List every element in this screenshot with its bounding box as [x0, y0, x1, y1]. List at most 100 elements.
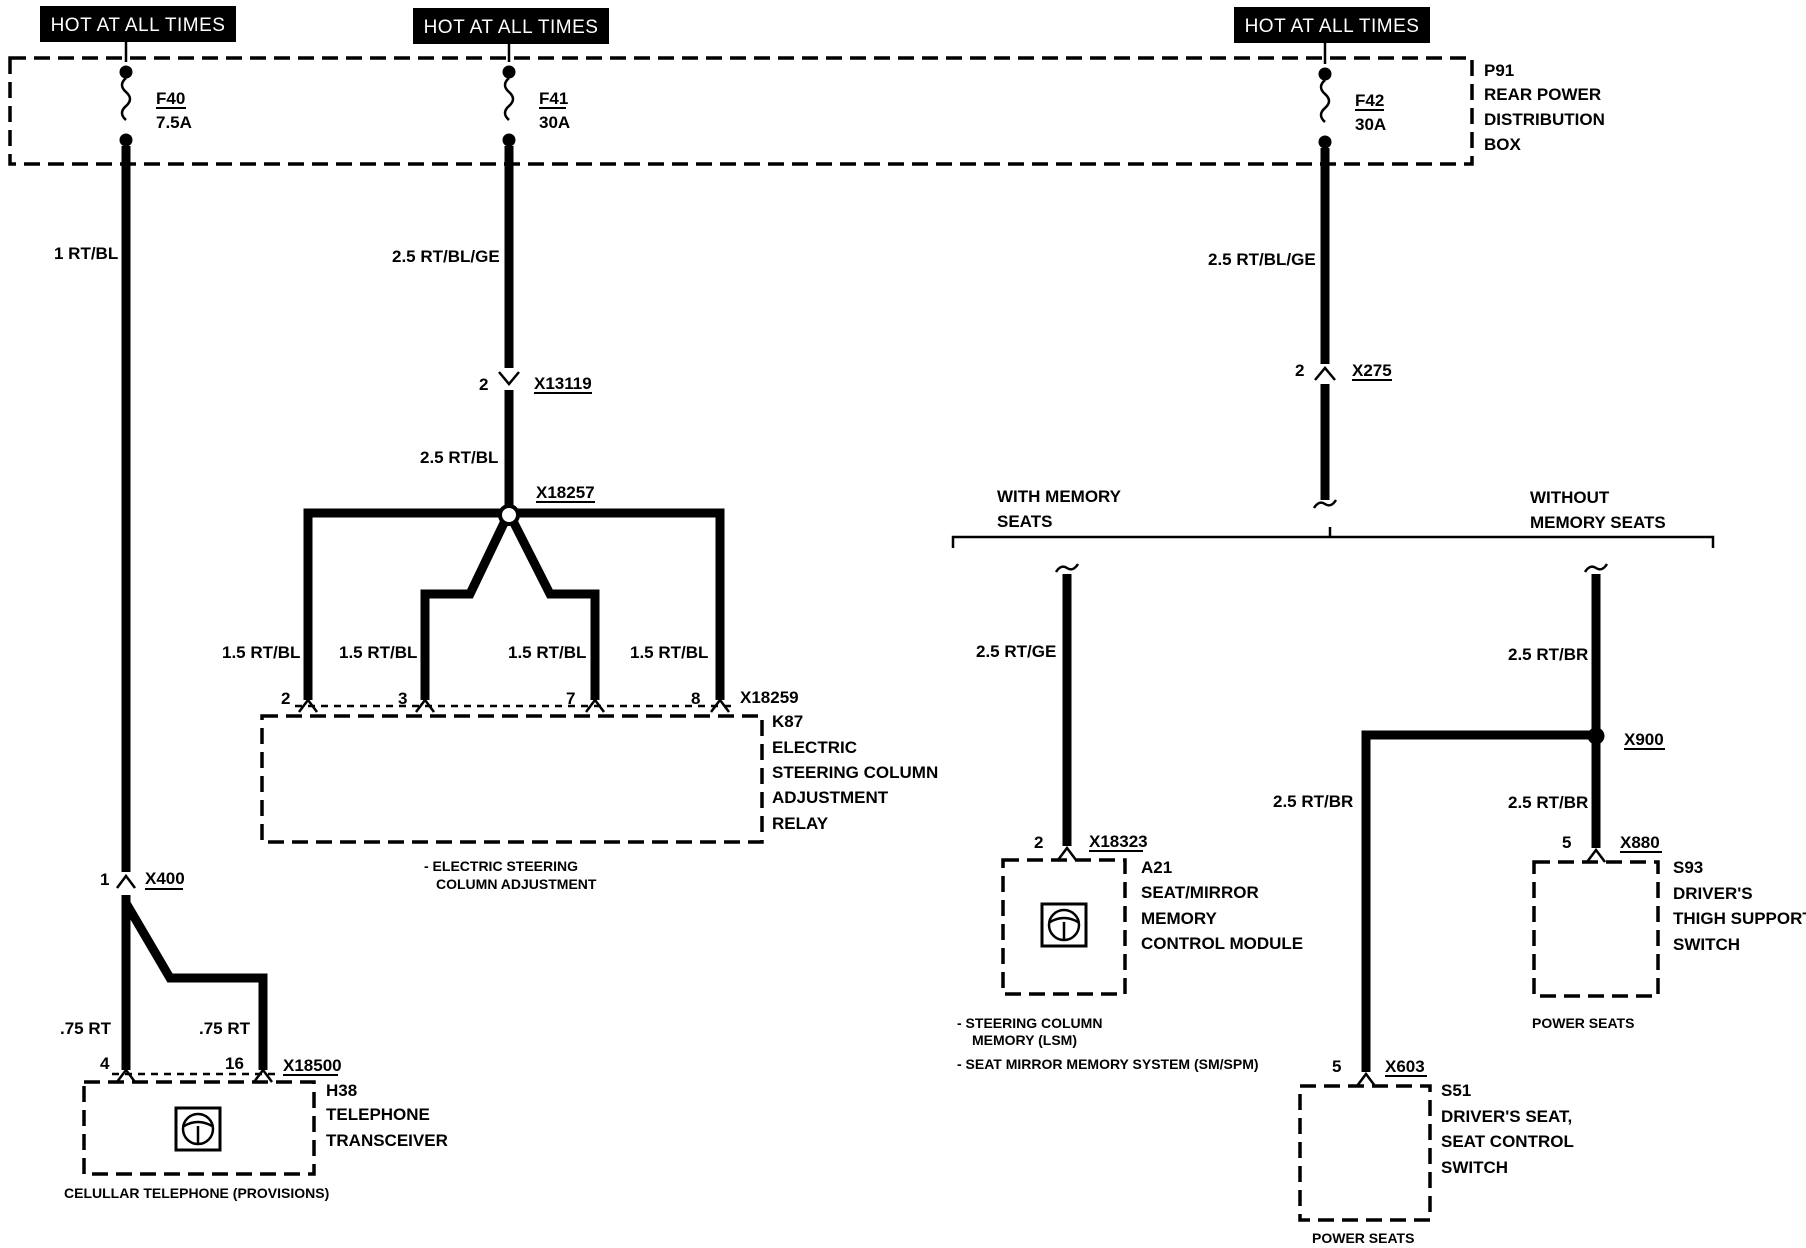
svg-text:P91: P91 [1484, 61, 1514, 80]
svg-text:X13119: X13119 [534, 374, 592, 393]
svg-text:TRANSCEIVER: TRANSCEIVER [326, 1131, 448, 1150]
svg-text:SWITCH: SWITCH [1673, 935, 1740, 954]
svg-text:SEATS: SEATS [997, 512, 1052, 531]
svg-text:3: 3 [398, 689, 407, 708]
hot-label-2: HOT AT ALL TIMES [413, 8, 609, 44]
component-s51: S51 DRIVER'S SEAT, SEAT CONTROL SWITCH P… [1298, 1081, 1574, 1246]
component-a21: A21 SEAT/MIRROR MEMORY CONTROL MODULE - … [957, 858, 1303, 1072]
svg-text:X18323: X18323 [1089, 832, 1148, 851]
svg-text:- SEAT MIRROR MEMORY SYSTEM (S: - SEAT MIRROR MEMORY SYSTEM (SM/SPM) [957, 1056, 1259, 1072]
svg-text:X18500: X18500 [283, 1056, 342, 1075]
hot-label-1: HOT AT ALL TIMES [40, 6, 236, 42]
fuse-f42: F42 30A [1318, 43, 1386, 149]
fuse-f40: F40 7.5A [119, 42, 192, 147]
svg-text:HOT AT ALL TIMES: HOT AT ALL TIMES [424, 17, 599, 38]
svg-text:F42: F42 [1355, 91, 1384, 110]
svg-text:ELECTRIC: ELECTRIC [772, 738, 857, 757]
svg-text:REAR POWER: REAR POWER [1484, 85, 1601, 104]
svg-text:7.5A: 7.5A [156, 113, 192, 132]
svg-text:HOT AT ALL TIMES: HOT AT ALL TIMES [1245, 16, 1420, 37]
svg-text:DRIVER'S: DRIVER'S [1673, 884, 1753, 903]
wire-x900-s51 [1361, 730, 1590, 1072]
connector-x275: 2 X275 [1295, 361, 1392, 381]
wire-label-w2: 2.5 RT/BL/GE [392, 247, 500, 266]
svg-text:S51: S51 [1441, 1081, 1471, 1100]
svg-text:5: 5 [1332, 1057, 1341, 1076]
component-k87: K87 ELECTRIC STEERING COLUMN ADJUSTMENT … [260, 712, 938, 892]
branch-selector: WITH MEMORY SEATS WITHOUT MEMORY SEATS [951, 487, 1715, 548]
svg-text:THIGH SUPPORT: THIGH SUPPORT [1673, 909, 1806, 928]
svg-text:POWER SEATS: POWER SEATS [1312, 1230, 1414, 1246]
svg-text:- ELECTRIC STEERING: - ELECTRIC STEERING [424, 858, 578, 874]
svg-text:X880: X880 [1620, 833, 1660, 852]
fuse-f41: F41 30A [502, 44, 570, 147]
break-symbol-x900 [1583, 563, 1609, 573]
svg-text:7: 7 [566, 689, 575, 708]
svg-text:X275: X275 [1352, 361, 1392, 380]
svg-text:A21: A21 [1141, 858, 1172, 877]
wire-x18257-pin7 [509, 520, 600, 700]
component-h38: H38 TELEPHONE TRANSCEIVER CELULLAR TELEP… [64, 1080, 448, 1201]
svg-text:STEERING COLUMN: STEERING COLUMN [772, 763, 938, 782]
connector-x18323: 2 X18323 [1034, 832, 1148, 861]
svg-text:X603: X603 [1385, 1057, 1425, 1076]
svg-text:HOT AT ALL TIMES: HOT AT ALL TIMES [51, 15, 226, 36]
wire-label-w5: 1.5 RT/BL [222, 643, 300, 662]
svg-text:F41: F41 [539, 89, 568, 108]
svg-text:F40: F40 [156, 89, 185, 108]
hot-label-3: HOT AT ALL TIMES [1234, 7, 1430, 43]
svg-text:X400: X400 [145, 869, 185, 888]
distribution-box-label: P91 REAR POWER DISTRIBUTION BOX [1484, 61, 1605, 154]
svg-text:H38: H38 [326, 1081, 357, 1100]
wire-x400-split [121, 895, 268, 1070]
connector-x880: 5 X880 [1562, 833, 1662, 863]
svg-text:ADJUSTMENT: ADJUSTMENT [772, 788, 889, 807]
svg-text:K87: K87 [772, 712, 803, 731]
svg-text:8: 8 [691, 689, 700, 708]
component-s93: S93 DRIVER'S THIGH SUPPORT SWITCH POWER … [1532, 858, 1806, 1031]
svg-text:5: 5 [1562, 833, 1571, 852]
svg-text:X900: X900 [1624, 730, 1664, 749]
svg-text:30A: 30A [1355, 115, 1386, 134]
wire-label-w9: 2.5 RT/GE [976, 642, 1056, 661]
svg-text:TELEPHONE: TELEPHONE [326, 1105, 430, 1124]
wire-label-w8: 1.5 RT/BL [630, 643, 708, 662]
svg-text:SWITCH: SWITCH [1441, 1158, 1508, 1177]
splice-x18257: X18257 [498, 483, 595, 526]
svg-text:S93: S93 [1673, 858, 1703, 877]
svg-text:BOX: BOX [1484, 135, 1522, 154]
wire-label-w10: 2.5 RT/BR [1508, 645, 1588, 664]
connector-x18500: 4 16 X18500 [100, 1054, 342, 1083]
svg-text:4: 4 [100, 1054, 110, 1073]
svg-text:WITHOUT: WITHOUT [1530, 488, 1610, 507]
svg-text:2: 2 [1295, 361, 1304, 380]
wire-label-w13: .75 RT [60, 1019, 112, 1038]
wire-label-w4: 2.5 RT/BL [420, 448, 498, 467]
wire-x18257-pin3 [420, 521, 509, 700]
svg-text:2: 2 [281, 689, 290, 708]
svg-text:1: 1 [100, 870, 109, 889]
distribution-box-outline [8, 56, 1474, 166]
svg-text:2: 2 [479, 375, 488, 394]
svg-text:CONTROL MODULE: CONTROL MODULE [1141, 934, 1303, 953]
connector-x13119: 2 X13119 [479, 371, 592, 394]
svg-text:WITH MEMORY: WITH MEMORY [997, 487, 1122, 506]
wire-label-w7: 1.5 RT/BL [508, 643, 586, 662]
svg-text:X18259: X18259 [740, 688, 799, 707]
svg-text:POWER SEATS: POWER SEATS [1532, 1015, 1634, 1031]
connector-x18259: 2 3 7 8 X18259 [281, 688, 799, 713]
branch-break-symbol [1312, 499, 1338, 509]
svg-text:SEAT CONTROL: SEAT CONTROL [1441, 1132, 1574, 1151]
svg-text:DISTRIBUTION: DISTRIBUTION [1484, 110, 1605, 129]
svg-text:16: 16 [225, 1054, 244, 1073]
svg-text:2: 2 [1034, 833, 1043, 852]
svg-text:30A: 30A [539, 113, 570, 132]
connector-x603: 5 X603 [1332, 1057, 1427, 1087]
svg-text:COLUMN ADJUSTMENT: COLUMN ADJUSTMENT [436, 876, 597, 892]
wire-label-w12: 2.5 RT/BR [1508, 793, 1588, 812]
svg-text:MEMORY SEATS: MEMORY SEATS [1530, 513, 1666, 532]
break-symbol-a21 [1054, 563, 1080, 573]
connector-x400: 1 X400 [100, 869, 185, 890]
svg-text:X18257: X18257 [536, 483, 595, 502]
